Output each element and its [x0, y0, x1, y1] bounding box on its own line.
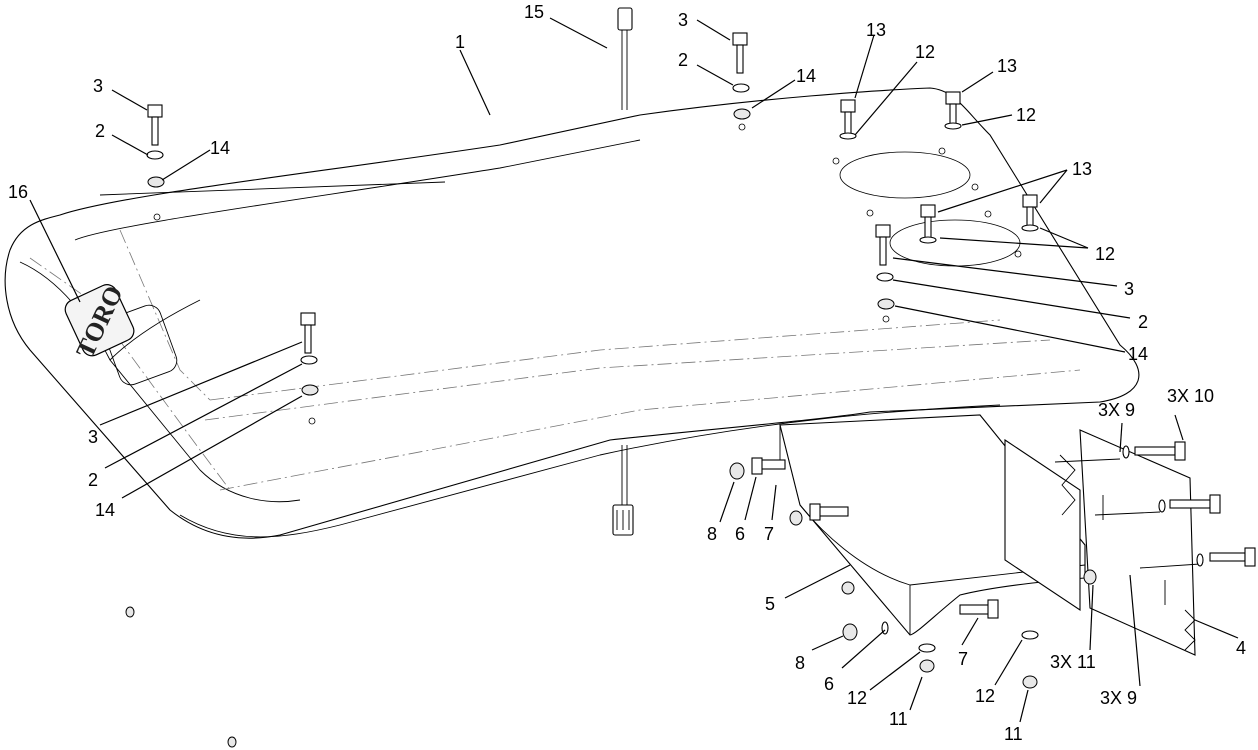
callout-12: 12: [1016, 105, 1036, 125]
callout-3x-9: 3X 9: [1100, 688, 1137, 708]
callout-13: 13: [997, 56, 1017, 76]
callout-6: 6: [824, 674, 834, 694]
callout-13: 13: [866, 20, 886, 40]
callout-6: 6: [735, 524, 745, 544]
callout-3x-9: 3X 9: [1098, 400, 1135, 420]
callout-3: 3: [678, 10, 688, 30]
callout-3x-10: 3X 10: [1167, 386, 1214, 406]
callout-15: 15: [524, 2, 544, 22]
callout-2: 2: [1138, 312, 1148, 332]
callout-8: 8: [795, 653, 805, 673]
callout-2: 2: [95, 121, 105, 141]
callout-12: 12: [915, 42, 935, 62]
bolt-set: [147, 32, 891, 354]
callout-3: 3: [1124, 279, 1134, 299]
callout-16: 16: [8, 182, 28, 202]
callout-13: 13: [1072, 159, 1092, 179]
side-plate: [1004, 429, 1196, 656]
callout-labels: 1 15 3 2 14 13 12 13 12 3 2 14 16 13 12 …: [8, 2, 1246, 744]
callout-3x-11: 3X 11: [1050, 652, 1096, 672]
callout-3: 3: [88, 427, 98, 447]
callout-1: 1: [455, 32, 465, 52]
flange-bolt-set: [839, 91, 1039, 244]
callout-11: 11: [1004, 724, 1023, 744]
callout-12: 12: [975, 686, 995, 706]
callout-12: 12: [847, 688, 867, 708]
callout-4: 4: [1236, 638, 1246, 658]
callout-14: 14: [796, 66, 816, 86]
washer-nut-set: [125, 83, 895, 748]
callout-2: 2: [88, 470, 98, 490]
callout-5: 5: [765, 594, 775, 614]
callout-7: 7: [958, 649, 968, 669]
callout-2: 2: [678, 50, 688, 70]
callout-7: 7: [764, 524, 774, 544]
wire-harness: [612, 7, 634, 536]
callout-14: 14: [1128, 344, 1148, 364]
leader-lines: [29, 17, 1239, 723]
callout-8: 8: [707, 524, 717, 544]
callout-14: 14: [210, 138, 230, 158]
callout-12: 12: [1095, 244, 1115, 264]
bracket-hardware: [729, 457, 1097, 689]
callout-14: 14: [95, 500, 115, 520]
callout-3: 3: [93, 76, 103, 96]
cover-panel: [4, 87, 1140, 539]
callout-11: 11: [889, 709, 908, 729]
cover-openings: [153, 123, 1030, 543]
long-bolt-set: [1054, 441, 1256, 569]
